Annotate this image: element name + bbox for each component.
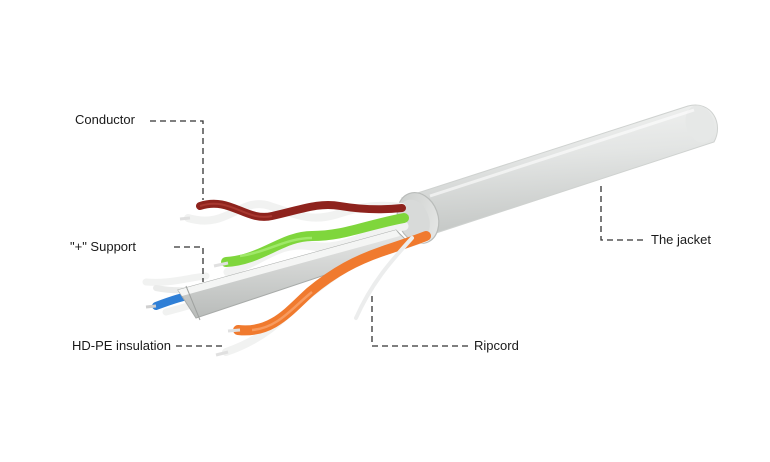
conductor-leader — [150, 120, 204, 200]
support-label: "+" Support — [70, 239, 136, 254]
jacket-opening — [396, 192, 440, 244]
conductor-label: Conductor — [75, 112, 135, 127]
jacket-leader — [600, 186, 645, 241]
ripcord-strand — [354, 236, 414, 320]
support-leader — [174, 246, 204, 282]
ripcord-leader — [371, 296, 470, 347]
ripcord-label: Ripcord — [474, 338, 519, 353]
green-pair — [213, 213, 409, 277]
cable-jacket — [401, 104, 719, 234]
brown-pair — [179, 199, 406, 225]
insulation-label: HD-PE insulation — [72, 338, 171, 353]
jacket-label: The jacket — [651, 232, 711, 247]
